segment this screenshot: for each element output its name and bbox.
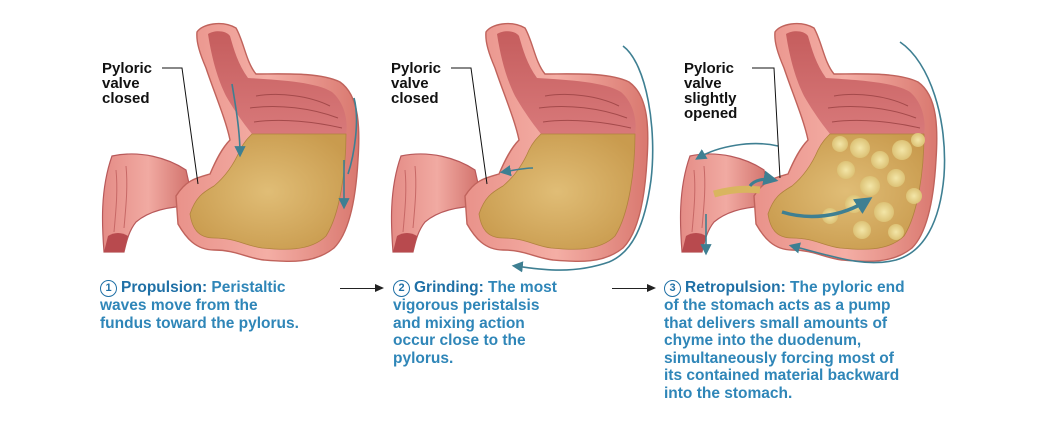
callout-line: valve	[102, 75, 140, 92]
caption-text: vigorous peristalsis	[393, 297, 540, 314]
peristaltic-wave-arrow	[347, 97, 358, 175]
caption-text: waves move from the	[100, 297, 258, 314]
stomach-panel-2	[390, 22, 654, 273]
callout-line: closed	[391, 90, 439, 107]
peristaltic-wave-arrow	[511, 45, 654, 273]
step-number-badge: 2	[393, 280, 410, 297]
caption-text: occur close to the	[393, 332, 526, 349]
step-number-badge: 1	[100, 280, 117, 297]
pyloric-valve-label-2: Pyloric valve closed	[391, 61, 441, 106]
caption-title: Retropulsion:	[685, 279, 786, 296]
caption-text: into the stomach.	[664, 384, 793, 402]
caption-title: Propulsion:	[121, 279, 208, 296]
stomach-panel-1	[101, 22, 360, 263]
callout-line: Pyloric	[684, 60, 735, 77]
pyloric-valve-leader-line	[752, 67, 781, 179]
caption-text: its contained material backward	[664, 367, 900, 384]
callout-line: Pyloric	[391, 60, 442, 77]
caption-text: chyme into the duodenum,	[664, 332, 862, 349]
caption-text: pylorus.	[393, 349, 454, 367]
peristaltic-wave-arrow	[695, 142, 779, 160]
peristaltic-wave-arrow	[231, 83, 246, 158]
caption-text: The most	[483, 279, 557, 296]
callout-line: valve	[684, 75, 722, 92]
step-flow-arrow	[340, 283, 384, 292]
peristaltic-wave-arrow	[499, 165, 534, 177]
retropulsion-arrow	[781, 197, 873, 219]
caption-text: The pyloric end	[785, 279, 905, 296]
caption-text: that delivers small amounts of	[664, 314, 888, 332]
callout-line: slightly	[684, 90, 737, 107]
pyloric-valve-leader-line	[162, 67, 199, 185]
pyloric-valve-leader-line	[451, 67, 488, 185]
retropulsion-arrow	[748, 170, 779, 187]
caption-text: and mixing action	[393, 314, 525, 332]
chyme-jet	[713, 185, 761, 198]
step-number-badge: 3	[664, 280, 681, 297]
stomach-panel-3	[679, 22, 946, 264]
caption-text: of the stomach acts as a pump	[664, 297, 891, 314]
callout-line: valve	[391, 75, 429, 92]
callout-line: Pyloric	[102, 60, 153, 77]
peristaltic-wave-arrow	[788, 41, 946, 264]
caption-title: Grinding:	[414, 279, 484, 296]
step-flow-arrow	[612, 283, 656, 292]
caption-text: fundus toward the pylorus.	[100, 314, 299, 332]
caption-text: simultaneously forcing most of	[664, 349, 894, 367]
caption-text: Peristaltic	[207, 279, 286, 296]
pyloric-valve-label-3: Pyloric valve slightly opened	[684, 61, 737, 121]
pyloric-valve-label-1: Pyloric valve closed	[102, 61, 152, 106]
callout-line: opened	[684, 105, 738, 122]
callout-line: closed	[102, 90, 150, 107]
